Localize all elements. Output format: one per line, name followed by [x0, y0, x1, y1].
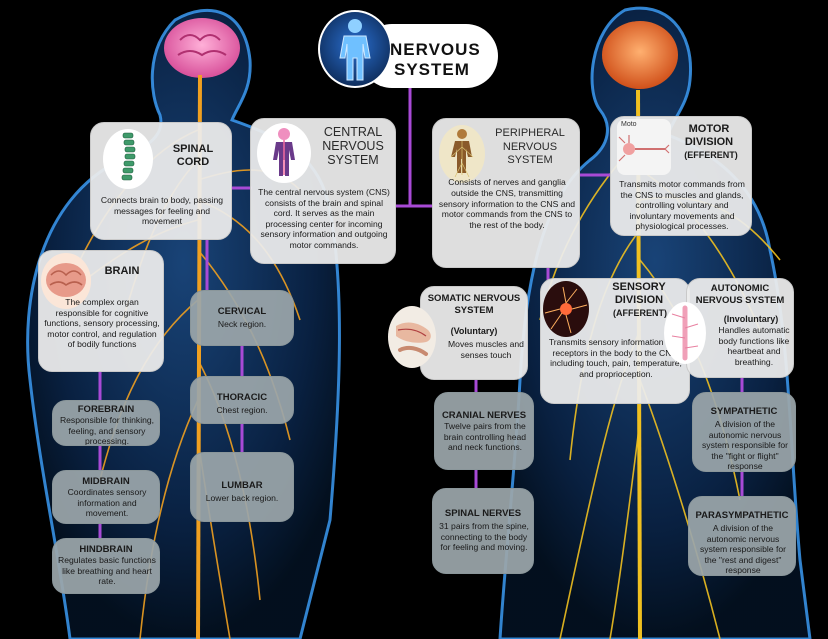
autonomic-title: AUTONOMIC NERVOUS SYSTEM: [695, 283, 785, 306]
thoracic-title: THORACIC: [216, 392, 268, 403]
midbrain-box: MIDBRAIN Coordinates sensory information…: [52, 470, 160, 524]
cranial-nerves-box: CRANIAL NERVES Twelve pairs from the bra…: [434, 392, 534, 470]
sympathetic-desc: A division of the autonomic nervous syst…: [702, 419, 788, 472]
parasympathetic-title: PARASYMPATHETIC: [695, 510, 789, 521]
brain-illustration: [164, 18, 240, 78]
human-body-icon: [339, 19, 371, 81]
cervical-desc: Neck region.: [217, 319, 267, 329]
lumbar-box: LUMBAR Lower back region.: [190, 452, 294, 522]
spine-thumb: [103, 129, 153, 189]
sensory-subtitle: (AFFERENT): [613, 308, 667, 318]
brain-box: BRAIN The complex organ responsible for …: [38, 250, 164, 372]
brain-thumb: [41, 253, 91, 309]
motor-division-box: Moto MOTOR DIVISION (EFFERENT) Transmits…: [610, 116, 752, 236]
motor-desc: Transmits motor commands from the CNS to…: [619, 179, 745, 232]
forebrain-box: FOREBRAIN Responsible for thinking, feel…: [52, 400, 160, 446]
cervical-box: CERVICAL Neck region.: [190, 290, 294, 346]
title-text: NERVOUS SYSTEM: [390, 40, 481, 79]
sensory-desc: Transmits sensory information from recep…: [548, 337, 684, 379]
sensory-title: SENSORY DIVISION: [612, 281, 666, 306]
cns-desc: The central nervous system (CNS) consist…: [258, 187, 390, 250]
cns-title: CENTRAL NERVOUS SYSTEM: [322, 125, 384, 167]
somatic-desc: Moves muscles and senses touch: [448, 339, 524, 360]
parasympathetic-box: PARASYMPATHETIC A division of the autono…: [688, 496, 796, 576]
somatic-thumb: [388, 306, 436, 368]
spinal-cord-box: SPINAL CORD Connects brain to body, pass…: [90, 122, 232, 240]
spinal-nerves-desc: 31 pairs from the spine, connecting to t…: [439, 521, 529, 553]
autonomic-desc: Handles automatic body functions like he…: [718, 325, 790, 367]
pns-thumb: [439, 125, 485, 183]
spine-icon: [121, 132, 136, 181]
somatic-subtitle: (Voluntary): [450, 326, 498, 336]
lumbar-title: LUMBAR: [221, 480, 263, 491]
midbrain-title: MIDBRAIN: [82, 476, 130, 487]
hindbrain-title: HINDBRAIN: [79, 544, 133, 555]
sympathetic-box: SYMPATHETIC A division of the autonomic …: [692, 392, 796, 472]
autonomic-box: AUTONOMIC NERVOUS SYSTEM (Involuntary) H…: [686, 278, 794, 378]
brain-illustration-right: [602, 21, 678, 89]
lumbar-desc: Lower back region.: [205, 493, 279, 503]
somatic-box: SOMATIC NERVOUS SYSTEM (Voluntary) Moves…: [420, 286, 528, 380]
motor-thumb: Moto: [617, 119, 671, 175]
spinal-cord-icon: [671, 305, 699, 361]
cranial-nerves-desc: Twelve pairs from the brain controlling …: [443, 421, 527, 453]
hindbrain-desc: Regulates basic functions like breathing…: [58, 555, 156, 587]
sensory-neuron-icon: [544, 286, 588, 334]
hindbrain-box: HINDBRAIN Regulates basic functions like…: [52, 538, 160, 594]
somatic-limb-icon: [396, 322, 431, 356]
cns-thumb: [257, 123, 311, 183]
sympathetic-title: SYMPATHETIC: [710, 406, 778, 417]
forebrain-title: FOREBRAIN: [77, 404, 135, 415]
autonomic-thumb: [664, 302, 706, 364]
brain-icon: [46, 263, 86, 297]
spinal-nerves-title: SPINAL NERVES: [444, 508, 522, 519]
title-icon-circle: [318, 10, 392, 88]
thoracic-desc: Chest region.: [216, 405, 268, 415]
midbrain-desc: Coordinates sensory information and move…: [67, 487, 147, 519]
somatic-title: SOMATIC NERVOUS SYSTEM: [427, 293, 521, 316]
motor-title: MOTOR DIVISION: [684, 123, 734, 148]
cranial-nerves-title: CRANIAL NERVES: [441, 410, 527, 421]
cervical-title: CERVICAL: [217, 306, 267, 317]
spinal-nerves-box: SPINAL NERVES 31 pairs from the spine, c…: [432, 488, 534, 574]
spinal-cord-desc: Connects brain to body, passing messages…: [100, 195, 224, 227]
motor-thumb-label: Moto: [621, 121, 637, 128]
pns-desc: Consists of nerves and ganglia outside t…: [438, 177, 576, 231]
sensory-thumb: [543, 281, 589, 337]
thoracic-box: THORACIC Chest region.: [190, 376, 294, 424]
autonomic-subtitle: (Involuntary): [723, 314, 779, 324]
title-block: NERVOUS SYSTEM: [318, 10, 498, 90]
brain-title: BRAIN: [104, 265, 140, 277]
forebrain-desc: Responsible for thinking, feeling, and s…: [59, 415, 155, 446]
parasympathetic-desc: A division of the autonomic nervous syst…: [700, 523, 786, 576]
cns-box: CENTRAL NERVOUS SYSTEM The central nervo…: [250, 118, 396, 264]
cns-figure-icon: [273, 128, 295, 176]
brain-desc: The complex organ responsible for cognit…: [44, 297, 160, 350]
pns-title: PERIPHERAL NERVOUS SYSTEM: [495, 127, 565, 166]
motor-subtitle: (EFFERENT): [684, 150, 738, 160]
pns-box: PERIPHERAL NERVOUS SYSTEM Consists of ne…: [432, 118, 580, 268]
neuron-icon: [618, 135, 670, 162]
pns-figure-icon: [450, 129, 474, 178]
connector-lines: [98, 88, 744, 538]
spinal-cord-title: SPINAL CORD: [172, 143, 214, 168]
